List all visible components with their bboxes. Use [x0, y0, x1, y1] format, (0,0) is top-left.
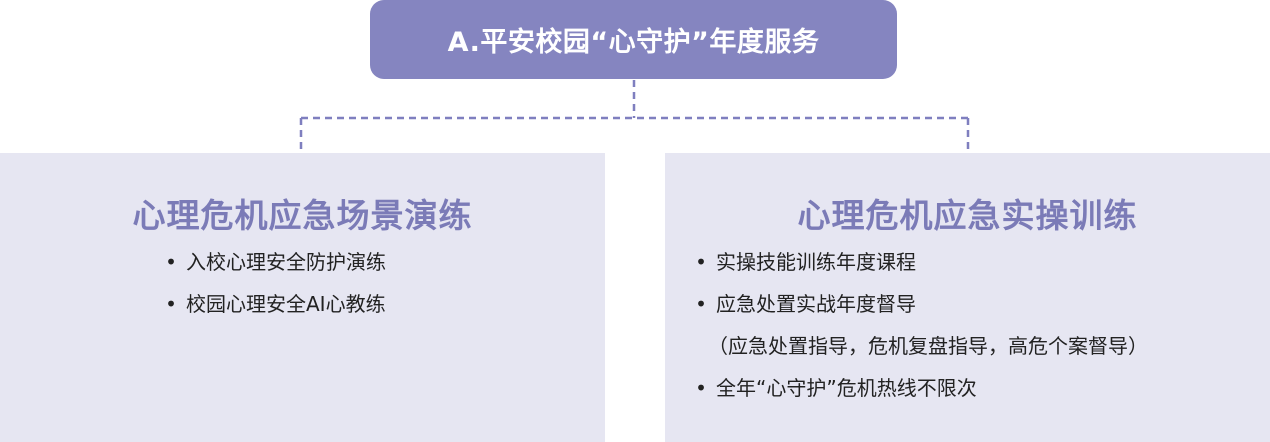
left-bullet-list: • 入校心理安全防护演练 • 校园心理安全AI心教练 — [160, 251, 386, 335]
list-item-text: 校园心理安全AI心教练 — [186, 292, 386, 316]
bullet-icon: • — [695, 250, 707, 274]
dashed-connector — [299, 80, 970, 153]
list-item-note: （应急处置指导，危机复盘指导，高危个案督导） — [690, 335, 1148, 357]
list-item: • 实操技能训练年度课程 — [690, 251, 1148, 273]
right-panel: 心理危机应急实操训练 • 实操技能训练年度课程 • 应急处置实战年度督导 （应急… — [665, 153, 1270, 442]
bullet-icon: • — [165, 292, 177, 316]
left-panel: 心理危机应急场景演练 • 入校心理安全防护演练 • 校园心理安全AI心教练 — [0, 153, 605, 442]
list-item: • 校园心理安全AI心教练 — [160, 293, 386, 315]
list-item: • 应急处置实战年度督导 — [690, 293, 1148, 315]
list-item-note-text: （应急处置指导，危机复盘指导，高危个案督导） — [708, 334, 1148, 358]
bullet-icon: • — [165, 250, 177, 274]
list-item: • 入校心理安全防护演练 — [160, 251, 386, 273]
list-item-text: 全年“心守护”危机热线不限次 — [716, 376, 977, 400]
connector-path — [299, 80, 970, 153]
list-item-text: 实操技能训练年度课程 — [716, 250, 916, 274]
root-node: A.平安校园“心守护”年度服务 — [370, 0, 897, 79]
bullet-icon: • — [695, 376, 707, 400]
list-item-text: 入校心理安全防护演练 — [186, 250, 386, 274]
root-node-label: A.平安校园“心守护”年度服务 — [447, 27, 820, 58]
left-panel-title: 心理危机应急场景演练 — [132, 196, 473, 235]
list-item-text: 应急处置实战年度督导 — [716, 292, 916, 316]
right-bullet-list: • 实操技能训练年度课程 • 应急处置实战年度督导 （应急处置指导，危机复盘指导… — [690, 251, 1148, 419]
bullet-icon: • — [695, 292, 707, 316]
list-item: • 全年“心守护”危机热线不限次 — [690, 377, 1148, 399]
right-panel-title: 心理危机应急实操训练 — [797, 196, 1138, 235]
